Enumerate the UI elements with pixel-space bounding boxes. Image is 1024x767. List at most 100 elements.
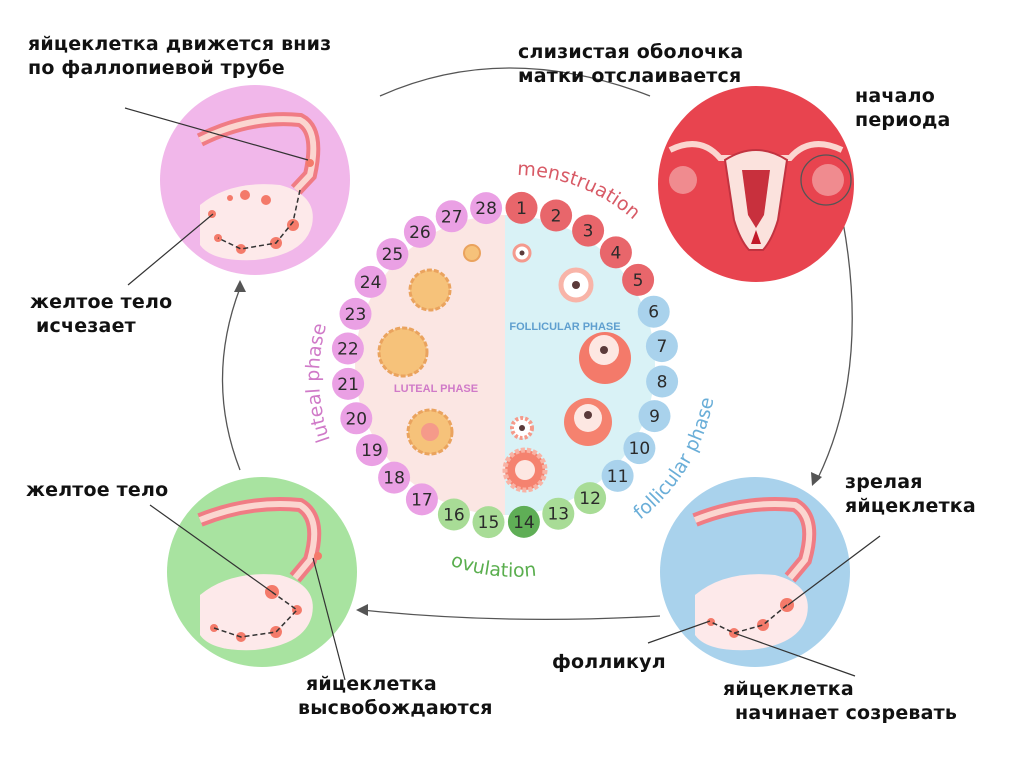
day-number: 15 [478, 513, 500, 533]
arrow-heads [234, 280, 822, 616]
day-circle [437, 498, 470, 531]
day-circle [637, 295, 670, 328]
day-number: 2 [551, 207, 562, 227]
label-corpus-disappears-line-2: исчезает [36, 315, 136, 337]
label-egg-released-line-2: высвобождаются [298, 697, 493, 719]
day-number: 14 [513, 513, 535, 533]
day-number: 19 [361, 441, 383, 461]
label-follicle-line-1: фолликул [552, 651, 666, 673]
label-egg-released: яйцеклетка высвобождаются [298, 672, 493, 720]
day-25: 25 [376, 238, 409, 271]
arrow-left [221, 287, 241, 471]
day-circle [638, 400, 671, 433]
label-period-start-line-1: начало [855, 85, 935, 107]
day-circle [574, 482, 607, 515]
label-egg-released-line-1: яйцеклетка [306, 673, 437, 695]
follicular-phase-inner-label: FOLLICULAR PHASE [509, 321, 620, 333]
day-2: 2 [540, 199, 573, 232]
day-number: 16 [443, 506, 465, 526]
label-mature-egg: зрелая яйцеклетка [845, 470, 976, 518]
day-20: 20 [340, 402, 373, 435]
day-circle [378, 461, 411, 494]
day-number: 9 [649, 407, 660, 427]
leader-lines [124, 107, 881, 681]
arrowhead-right [811, 472, 822, 486]
day-14: 14 [507, 505, 540, 538]
day-21: 21 [332, 367, 365, 400]
day-circle [340, 402, 373, 435]
label-corpus-luteum-disappears: желтое тело исчезает [30, 290, 172, 338]
day-circle [622, 263, 655, 296]
label-egg-moves-line-2: по фаллопиевой трубе [28, 57, 285, 79]
label-corpus-luteum: желтое тело [26, 478, 168, 502]
day-22: 22 [331, 332, 364, 365]
day-11: 11 [601, 459, 634, 492]
day-15: 15 [472, 506, 505, 539]
arrow-right [817, 221, 853, 479]
day-number: 3 [583, 222, 594, 242]
day-number: 5 [633, 271, 644, 291]
day-circle [572, 214, 605, 247]
day-13: 13 [542, 497, 575, 530]
luteal-stages [377, 244, 481, 456]
day-3: 3 [572, 214, 605, 247]
day-19: 19 [355, 434, 388, 467]
day-number: 11 [607, 467, 629, 487]
luteal-arc-label: luteal phase [302, 321, 335, 446]
label-corpus-luteum-line-1: желтое тело [26, 479, 169, 501]
cycle-arrows [221, 67, 853, 621]
ovary-bottom-right [660, 477, 850, 667]
day-circle [601, 459, 634, 492]
arrowhead-bottom [356, 604, 368, 616]
day-1: 1 [505, 191, 538, 224]
day-circle [623, 432, 656, 465]
day-23: 23 [339, 297, 372, 330]
day-number: 12 [579, 489, 601, 509]
follicle-stages [502, 243, 631, 493]
day-number: 21 [337, 375, 359, 395]
day-circle [470, 192, 503, 225]
arrow-top [379, 67, 651, 97]
day-9: 9 [638, 400, 671, 433]
label-egg-matures-line-2: начинает созревать [735, 702, 958, 724]
day-number: 6 [648, 303, 659, 323]
day-6: 6 [637, 295, 670, 328]
day-26: 26 [403, 215, 436, 248]
day-circle [540, 199, 573, 232]
label-period-start: начало периода [855, 84, 951, 132]
day-24: 24 [354, 265, 387, 298]
day-circle [472, 506, 505, 539]
day-number: 28 [475, 199, 497, 219]
leader-corpus-disappears [127, 213, 214, 286]
label-egg-moves: яйцеклетка движется вниз по фаллопиевой … [28, 32, 331, 80]
day-circle [403, 215, 436, 248]
day-number: 26 [409, 223, 431, 243]
day-7: 7 [645, 330, 678, 363]
leader-follicle [647, 620, 711, 644]
label-lining-sheds-line-1: слизистая оболочка [518, 41, 744, 63]
arrow-bottom [361, 609, 661, 621]
day-number: 7 [656, 337, 667, 357]
day-27: 27 [435, 200, 468, 233]
day-number: 25 [382, 245, 404, 265]
day-12: 12 [574, 482, 607, 515]
luteal-phase-inner-label: LUTEAL PHASE [394, 383, 478, 395]
label-follicle: фолликул [552, 650, 666, 674]
day-number: 24 [360, 273, 382, 293]
uterus-illustration [658, 86, 854, 282]
label-egg-matures: яйцеклетка начинает созревать [723, 677, 957, 725]
day-number: 13 [547, 505, 569, 525]
day-18: 18 [378, 461, 411, 494]
day-10: 10 [623, 432, 656, 465]
ovary-top-left [160, 85, 350, 275]
label-egg-moves-line-1: яйцеклетка движется вниз [28, 33, 332, 55]
day-number: 8 [657, 373, 668, 393]
label-lining-sheds: слизистая оболочка матки отслаивается [518, 40, 743, 88]
day-number: 20 [345, 409, 367, 429]
label-corpus-disappears-line-1: желтое тело [30, 291, 173, 313]
leader-corpus-luteum [149, 504, 273, 593]
day-circle [354, 265, 387, 298]
day-number: 18 [383, 469, 405, 489]
day-number: 22 [337, 340, 359, 360]
